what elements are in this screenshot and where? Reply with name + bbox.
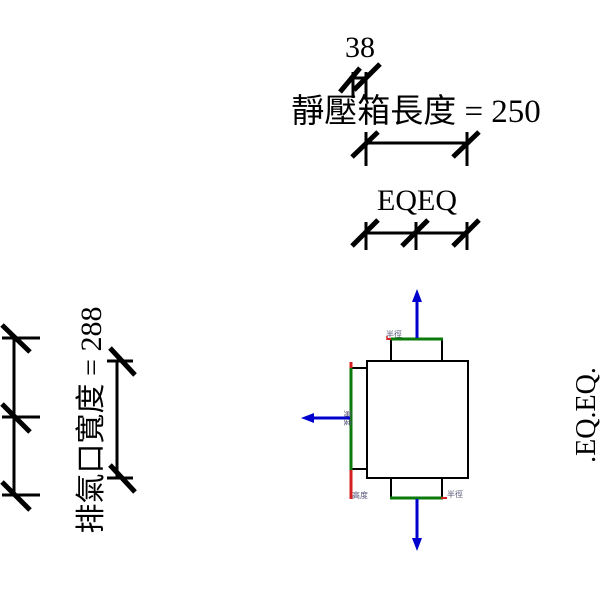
arrow-up-icon[interactable] (412, 289, 422, 302)
dimension-exhaust-width[interactable]: 排氣口寬度 = 288 (75, 307, 137, 534)
arrow-down-icon[interactable] (412, 538, 422, 551)
tick-mark (350, 218, 380, 248)
dimension-38[interactable]: 38 (338, 31, 382, 98)
dimension-eq-top[interactable]: EQEQ (350, 184, 481, 250)
plenum-box-body (366, 360, 469, 479)
arrow-left-icon[interactable] (301, 413, 314, 423)
tick-mark (0, 402, 32, 434)
tick-mark (350, 130, 380, 159)
dimension-eq-right[interactable]: .EQ.EQ. (571, 367, 600, 463)
tick-mark (451, 218, 481, 248)
dimension-38-text: 38 (345, 31, 375, 64)
eq-right-text: .EQ.EQ. (571, 367, 600, 463)
tick-mark (352, 62, 382, 92)
tick-mark (108, 463, 137, 494)
left-height-label: 高度 (352, 490, 368, 500)
tick-mark (108, 346, 137, 377)
eq-top-text: EQEQ (377, 184, 457, 217)
dimension-eq-left[interactable] (0, 323, 40, 512)
bottom-radius-label: 半徑 (447, 489, 463, 499)
exhaust-width-text: 排氣口寬度 = 288 (75, 307, 108, 534)
plenum-box-symbol[interactable]: 半徑 半徑 寬度 高度 (301, 289, 469, 551)
top-radius-label: 半徑 (386, 329, 402, 339)
tick-mark (0, 323, 32, 354)
plenum-length-text: 靜壓箱長度 = 250 (291, 93, 541, 130)
tick-mark (338, 66, 362, 94)
tick-mark (0, 480, 32, 512)
dimension-plenum-length[interactable]: 靜壓箱長度 = 250 (291, 93, 541, 166)
tick-mark (400, 218, 430, 248)
tick-mark (451, 130, 481, 159)
